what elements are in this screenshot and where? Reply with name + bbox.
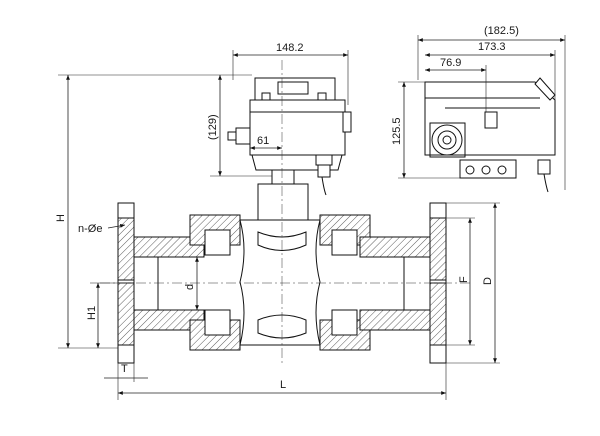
actuator-handwheel-stub: [342, 111, 352, 133]
dim-label-125: 125.5: [391, 117, 403, 145]
flange-right-lower-section: [429, 282, 447, 346]
shaft-coupling: [271, 169, 295, 185]
side-bolt-1: [465, 165, 475, 175]
actuator-side-button: [227, 131, 237, 141]
side-dimensions: (182.5) 173.3 76.9 125.5: [391, 25, 566, 190]
side-cable-gland: [537, 159, 551, 175]
dim-label-76: 76.9: [440, 57, 461, 69]
side-top-latch: [534, 77, 556, 101]
seat-right-upper: [331, 229, 358, 256]
pipe-right-lower-wall: [359, 309, 431, 331]
dim-label-L: L: [280, 379, 286, 391]
cable-gland: [315, 154, 333, 196]
side-indicator: [484, 111, 498, 129]
flange-right-upper-section: [429, 217, 447, 281]
seat-left-upper: [204, 229, 231, 256]
side-handwheel-hub: [442, 135, 452, 145]
dim-label-H1: H1: [86, 306, 98, 320]
dim-label-148: 148.2: [276, 42, 304, 54]
dim-label-182: (182.5): [484, 25, 519, 37]
dim-label-H: H: [55, 214, 67, 222]
dim-label-61: 61: [257, 135, 269, 147]
actuator-side-plate: [235, 127, 251, 145]
pipe-left-upper-wall: [133, 236, 205, 258]
dim-label-d: d: [184, 284, 196, 290]
seat-left-lower: [204, 309, 231, 336]
actuator-body: [249, 99, 346, 156]
flange-left-upper-section: [117, 217, 135, 281]
valve-body-front: [100, 60, 470, 365]
valve-neck: [257, 183, 309, 221]
pipe-right-upper-wall: [359, 236, 431, 258]
side-handwheel-frame: [429, 122, 466, 158]
dim-label-D: D: [482, 277, 494, 285]
dim-label-T: T: [121, 363, 128, 375]
side-bolt-2: [481, 165, 491, 175]
actuator-side-view: [424, 77, 556, 193]
dim-label-bolt-holes: n-Øe: [78, 223, 102, 235]
side-cable: [543, 173, 549, 193]
flange-left-lower-section: [117, 282, 135, 346]
actuator-indicator-window: [277, 81, 309, 95]
dim-label-F: F: [458, 276, 470, 283]
front-dimensions: 148.2 (129) 61 H H1 n-Øe d F D: [55, 42, 500, 400]
dim-label-129: (129): [207, 114, 219, 140]
actuator-front-view: [227, 77, 352, 221]
seat-right-lower: [331, 309, 358, 336]
side-bolt-3: [497, 165, 507, 175]
bolt-hole-leader: [107, 223, 126, 229]
dim-label-173: 173.3: [478, 41, 506, 53]
